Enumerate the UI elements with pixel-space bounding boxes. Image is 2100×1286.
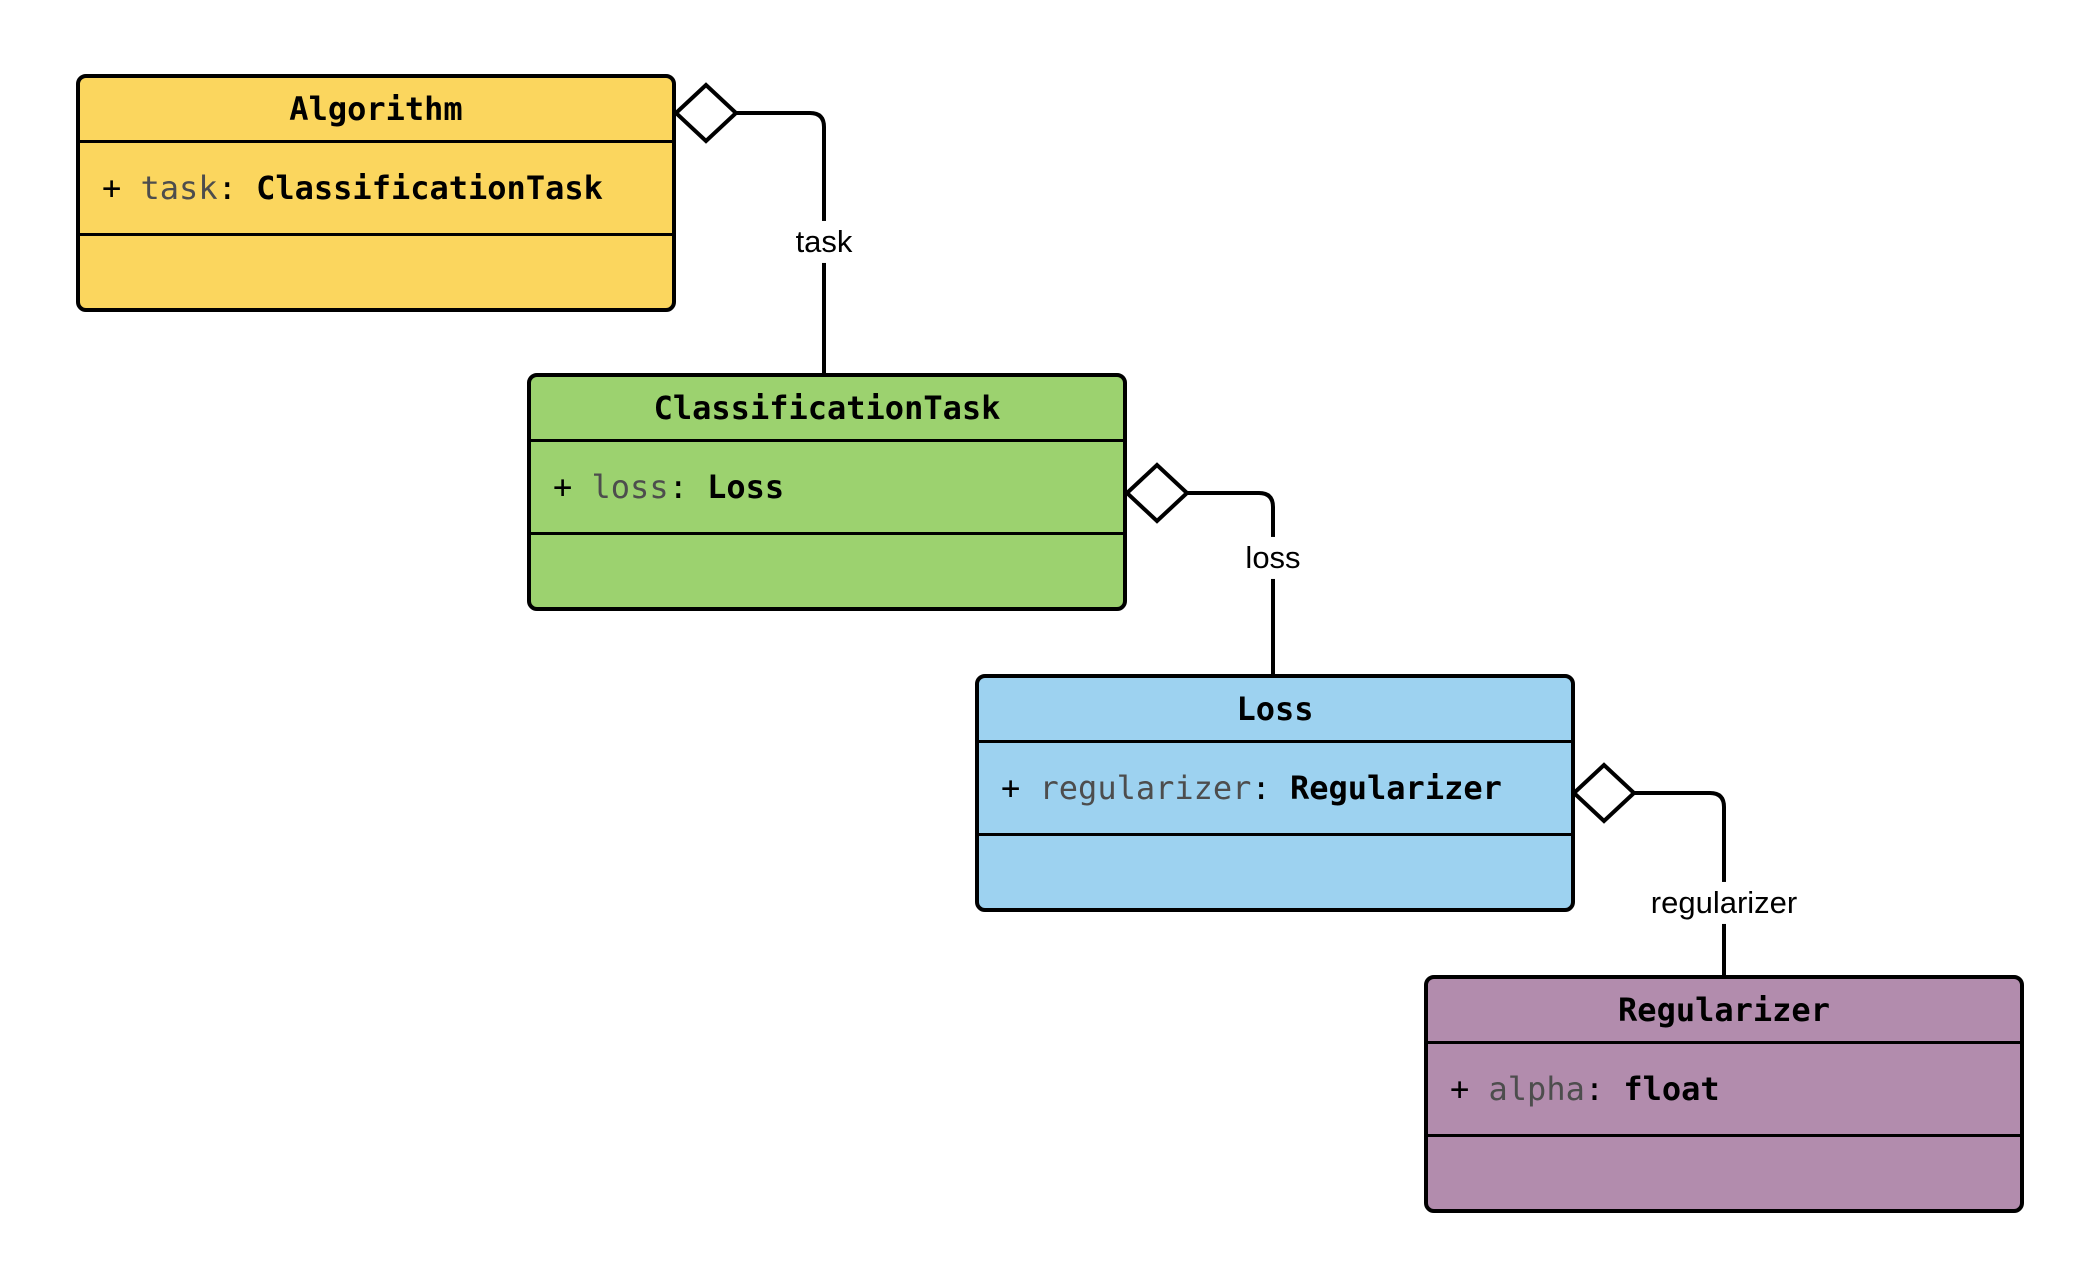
class-attributes: + task: ClassificationTask <box>80 140 672 233</box>
edge-label-regularizer[interactable]: regularizer <box>1640 881 1808 925</box>
class-methods-empty <box>531 532 1123 607</box>
attribute-name: loss <box>591 468 669 506</box>
class-box-regularizer[interactable]: Regularizer + alpha: float <box>1424 975 2024 1213</box>
attribute-colon: : <box>1584 1070 1605 1108</box>
attribute-type: float <box>1623 1070 1720 1108</box>
class-methods-empty <box>1428 1134 2020 1209</box>
attribute-visibility: + <box>102 169 122 207</box>
class-box-algorithm[interactable]: Algorithm + task: ClassificationTask <box>76 74 676 312</box>
edge-regularizer[interactable] <box>1571 762 1726 975</box>
attribute-colon: : <box>668 468 688 506</box>
class-attributes: + regularizer: Regularizer <box>979 740 1571 833</box>
class-attributes: + loss: Loss <box>531 439 1123 532</box>
attribute-type: Loss <box>707 468 785 506</box>
edge-path-task[interactable] <box>736 111 826 373</box>
class-box-loss[interactable]: Loss + regularizer: Regularizer <box>975 674 1575 912</box>
attribute-name: task <box>140 169 218 207</box>
class-title: Regularizer <box>1618 991 1830 1029</box>
class-title: ClassificationTask <box>653 389 1001 427</box>
class-methods-empty <box>80 233 672 308</box>
class-box-classificationtask[interactable]: ClassificationTask + loss: Loss <box>527 373 1127 611</box>
aggregation-diamond-icon <box>1124 462 1190 524</box>
attribute-visibility: + <box>553 468 573 506</box>
edge-path-regularizer[interactable] <box>1634 791 1726 975</box>
edge-loss[interactable] <box>1124 462 1275 674</box>
edge-path-loss[interactable] <box>1187 491 1275 674</box>
attribute-name: alpha <box>1488 1070 1585 1108</box>
aggregation-diamond-icon <box>1571 762 1637 824</box>
attribute-type: ClassificationTask <box>256 169 603 207</box>
class-attributes: + alpha: float <box>1428 1041 2020 1134</box>
attribute-type: Regularizer <box>1289 769 1502 807</box>
edge-label-task[interactable]: task <box>785 220 863 264</box>
class-title: Algorithm <box>289 90 463 128</box>
attribute-visibility: + <box>1450 1070 1470 1108</box>
edge-label-loss[interactable]: loss <box>1235 536 1311 580</box>
aggregation-diamond-icon <box>673 82 739 144</box>
attribute-colon: : <box>217 169 237 207</box>
class-methods-empty <box>979 833 1571 908</box>
attribute-colon: : <box>1251 769 1271 807</box>
edge-task[interactable] <box>673 82 826 373</box>
attribute-name: regularizer <box>1039 769 1252 807</box>
attribute-visibility: + <box>1001 769 1021 807</box>
class-title: Loss <box>1236 690 1314 728</box>
